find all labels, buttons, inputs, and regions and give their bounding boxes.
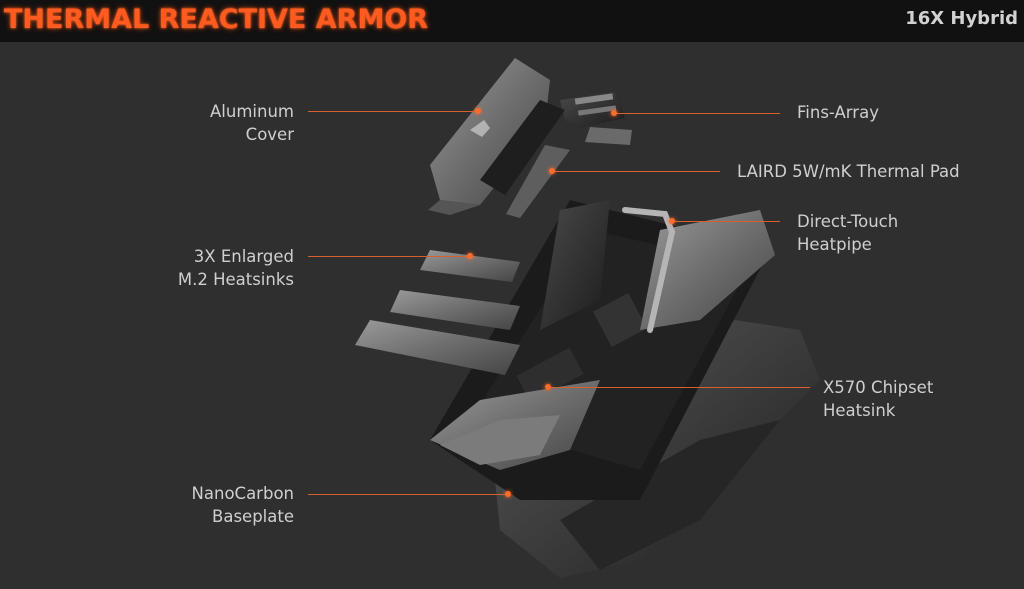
- leader-dot-aluminum-cover: [475, 108, 481, 114]
- page-subtitle: 16X Hybrid: [905, 8, 1018, 29]
- label-chipset-heatsink: X570 Chipset Heatsink: [823, 376, 933, 422]
- label-chipset-heatsink-line2: Heatsink: [823, 401, 896, 420]
- leader-heatpipe: [672, 221, 780, 222]
- label-fins-array: Fins-Array: [797, 101, 879, 124]
- leader-dot-m2-heatsinks: [467, 253, 473, 259]
- leader-dot-fins-array: [611, 110, 617, 116]
- leader-m2-heatsinks: [308, 256, 470, 257]
- label-heatpipe-line1: Direct-Touch: [797, 212, 899, 231]
- label-heatpipe: Direct-Touch Heatpipe: [797, 210, 898, 256]
- leader-fins-array: [614, 113, 780, 114]
- vrm-heatsink: [640, 210, 775, 330]
- label-chipset-heatsink-line1: X570 Chipset: [823, 378, 934, 397]
- label-thermal-pad-line1: LAIRD 5W/mK Thermal Pad: [737, 162, 960, 181]
- label-fins-array-line1: Fins-Array: [797, 103, 879, 122]
- label-thermal-pad: LAIRD 5W/mK Thermal Pad: [737, 160, 960, 183]
- label-baseplate: NanoCarbon Baseplate: [192, 482, 294, 528]
- m2-heatsink-2: [390, 290, 520, 330]
- label-baseplate-line2: Baseplate: [212, 507, 294, 526]
- leader-baseplate: [308, 494, 508, 495]
- leader-dot-thermal-pad: [549, 168, 555, 174]
- label-aluminum-cover-line2: Cover: [245, 125, 294, 144]
- thermal-pad: [506, 145, 570, 218]
- leader-dot-baseplate: [505, 491, 511, 497]
- label-heatpipe-line2: Heatpipe: [797, 235, 872, 254]
- page-title: THERMAL REACTIVE ARMOR: [4, 4, 429, 35]
- leader-dot-chipset-heatsink: [545, 384, 551, 390]
- label-baseplate-line1: NanoCarbon: [191, 484, 294, 503]
- leader-aluminum-cover: [308, 111, 478, 112]
- direct-touch-heatpipe: [622, 207, 676, 333]
- leader-dot-heatpipe: [669, 218, 675, 224]
- label-aluminum-cover: Aluminum Cover: [210, 100, 294, 146]
- label-m2-heatsinks-line2: M.2 Heatsinks: [177, 270, 294, 289]
- m2-heatsink-3: [355, 320, 520, 375]
- leader-thermal-pad: [552, 171, 720, 172]
- m2-heatsink-1: [420, 250, 520, 282]
- header-bar: THERMAL REACTIVE ARMOR 16X Hybrid: [0, 0, 1024, 42]
- label-m2-heatsinks-line1: 3X Enlarged: [193, 247, 294, 266]
- leader-chipset-heatsink: [548, 387, 810, 388]
- label-aluminum-cover-line1: Aluminum: [210, 102, 294, 121]
- label-m2-heatsinks: 3X Enlarged M.2 Heatsinks: [178, 245, 294, 291]
- aluminum-cover: [430, 58, 550, 205]
